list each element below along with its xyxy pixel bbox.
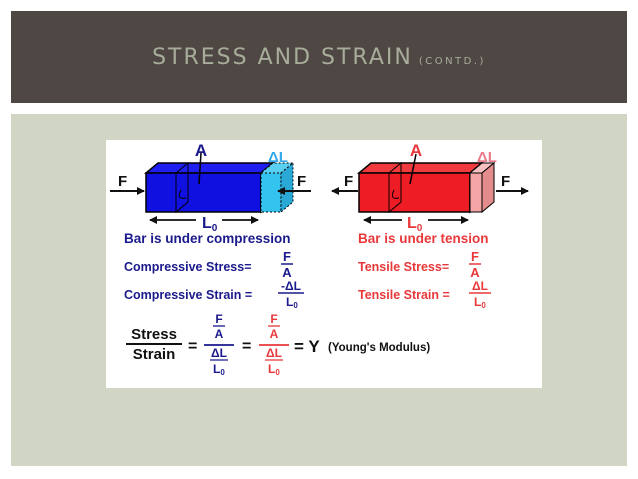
delta-l-label-left: ΔL (268, 149, 288, 166)
force-label-right-b: F (501, 173, 510, 190)
force-label-left-b: F (297, 173, 306, 190)
tensile-strain-label: Tensile Strain = (358, 288, 450, 302)
tension-bar (356, 153, 496, 214)
length-label-left: L0 (202, 215, 218, 234)
title-main: STRESS AND STRAIN (152, 44, 413, 70)
compressive-strain-num: -ΔL (281, 279, 301, 293)
cyan-segment-end (280, 161, 294, 214)
compressive-stress-num: F (283, 249, 291, 264)
ratio-left-a: A (215, 327, 224, 341)
pink-segment-front (469, 172, 483, 213)
compressive-formulas: Compressive Stress= F A Compressive Stra… (124, 249, 304, 310)
area-label-left: A (195, 141, 207, 160)
area-label-right: A (410, 141, 422, 160)
slide-title: STRESS AND STRAIN (CONTD.) (152, 45, 486, 70)
tensile-strain-den: L0 (474, 295, 486, 310)
ratio-equals-2: = (242, 338, 251, 355)
pink-segment-end (481, 161, 495, 214)
youngs-modulus-label: (Young's Modulus) (328, 342, 430, 354)
compression-bar (143, 152, 295, 214)
compression-caption: Bar is under compression (124, 231, 291, 246)
area-pointer-right (409, 153, 417, 185)
cyan-segment-front (260, 172, 282, 213)
tensile-stress-den: A (470, 265, 480, 280)
blue-bar-top (143, 162, 276, 174)
ratio-left-dl: ΔL (211, 346, 227, 360)
ratio-right-dl: ΔL (266, 346, 282, 360)
ratio-equals-1: = (188, 338, 197, 355)
delta-l-label-right: ΔL (477, 149, 497, 166)
blue-cross-section (175, 161, 189, 214)
force-label-right-a: F (344, 173, 353, 190)
ratio-right-l: L0 (268, 362, 280, 377)
title-subtitle: (CONTD.) (418, 55, 486, 67)
length-label-right: L0 (407, 215, 423, 234)
compressive-stress-label: Compressive Stress= (124, 260, 252, 274)
compressive-stress-den: A (282, 265, 292, 280)
tensile-stress-num: F (471, 249, 479, 264)
ratio-left-l: L0 (213, 362, 225, 377)
red-bar-top (356, 162, 485, 174)
ratio-right-f: F (270, 312, 277, 326)
tensile-strain-num: ΔL (472, 279, 488, 293)
force-label-left-a: F (118, 173, 127, 190)
slide-header: STRESS AND STRAIN (CONTD.) (11, 11, 627, 103)
ratio-y: = Y (294, 337, 320, 356)
tensile-formulas: Tensile Stress= F A Tensile Strain = ΔL … (358, 249, 491, 310)
youngs-modulus-formula: Stress Strain = F A ΔL L0 = F A ΔL L0 = … (126, 312, 430, 377)
red-cross-section (388, 161, 402, 214)
ratio-left-f: F (215, 312, 222, 326)
compressive-strain-den: L0 (286, 295, 298, 310)
ratio-strain-word: Strain (133, 346, 176, 363)
compressive-strain-label: Compressive Strain = (124, 288, 252, 302)
ratio-stress-word: Stress (131, 326, 177, 343)
stress-strain-diagram: A ΔL F F L0 Bar is under compression A Δ… (106, 140, 542, 388)
diagram-canvas: A ΔL F F L0 Bar is under compression A Δ… (110, 141, 529, 377)
red-bar-front (358, 172, 471, 213)
tensile-stress-label: Tensile Stress= (358, 260, 449, 274)
tension-caption: Bar is under tension (358, 231, 489, 246)
blue-bar-front (145, 172, 262, 213)
area-pointer (198, 152, 202, 185)
ratio-right-a: A (270, 327, 279, 341)
